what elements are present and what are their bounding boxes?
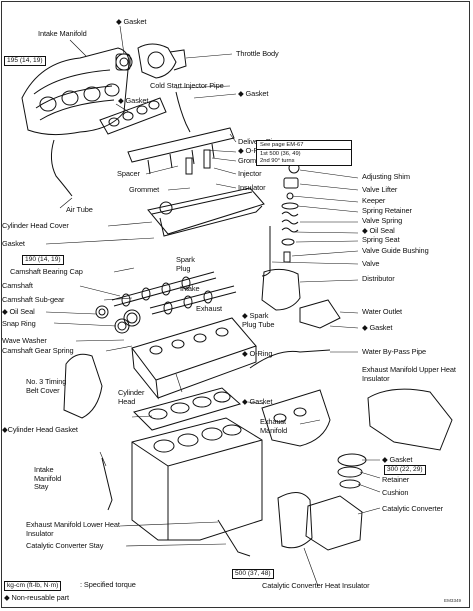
cold-start-pipe-drawing — [175, 91, 191, 133]
label-camshaft-bearing-cap: Camshaft Bearing Cap — [10, 267, 83, 276]
figure-code: EM3349 — [444, 598, 462, 603]
label-exhaust-manifold-lower-heat-insulator: Exhaust Manifold Lower Heat Insulator — [26, 520, 120, 538]
delivery-pipe-drawing — [127, 127, 235, 175]
label-timing-belt-cover: No. 3 Timing Belt Cover — [26, 377, 67, 395]
label-adjusting-shim: Adjusting Shim — [362, 172, 410, 181]
label-catalytic-converter: Catalytic Converter — [382, 504, 443, 513]
label-distributor: Distributor — [362, 274, 395, 283]
label-spacer: Spacer — [117, 169, 140, 178]
label-spark-plug-tube: ◆ Spark Plug Tube — [242, 311, 275, 329]
throttle-body-drawing — [115, 43, 187, 79]
label-wave-washer: Wave Washer — [2, 336, 47, 345]
legend-unit-text: : Specified torque — [80, 580, 136, 589]
engine-block-drawing — [131, 417, 263, 541]
label-cylinder-head: Cylinder Head — [118, 388, 145, 406]
air-tube-drawing — [50, 139, 73, 197]
label-gasket-top: ◆ Gasket — [116, 17, 147, 26]
converter-heat-insulator-drawing — [277, 492, 313, 549]
torque-second-pass: 2nd 90° turns — [260, 157, 295, 164]
water-outlet-drawing — [299, 299, 341, 329]
torque-first-pass: 1st 500 (36, 49) — [260, 150, 301, 157]
label-exhaust: Exhaust — [196, 304, 223, 313]
label-catalytic-converter-heat-insulator: Catalytic Converter Heat Insulator — [262, 581, 370, 590]
label-exhaust-manifold-upper-heat-insulator: Exhaust Manifold Upper Heat Insulator — [362, 365, 456, 383]
cylinder-head-drawing — [131, 317, 257, 400]
converter-stay-drawing — [217, 519, 251, 557]
label-intake-manifold-stay: Intake Manifold Stay — [34, 465, 62, 492]
label-cylinder-head-cover: Cylinder Head Cover — [2, 221, 69, 230]
label-valve: Valve — [362, 259, 380, 268]
label-intake-manifold: Intake Manifold — [38, 29, 87, 38]
distributor-drawing — [261, 268, 301, 311]
label-cushion: Cushion — [382, 488, 409, 497]
label-gasket-chc: Gasket — [2, 239, 25, 248]
label-air-tube: Air Tube — [66, 205, 93, 214]
label-injector: Injector — [238, 169, 262, 178]
camshaft-drawing — [111, 271, 237, 315]
torque-note-head-bolts: See page EM-67 1st 500 (36, 49) 2nd 90° … — [256, 140, 352, 167]
label-keeper: Keeper — [362, 196, 386, 205]
label-oil-seal-2: ◆ Oil Seal — [362, 226, 395, 235]
label-spring-retainer: Spring Retainer — [362, 206, 412, 215]
legend-nonreusable: ◆ Non-reusable part — [4, 593, 69, 602]
intake-manifold-stay-drawing — [101, 457, 113, 511]
label-cylinder-head-gasket: ◆Cylinder Head Gasket — [2, 425, 78, 434]
label-intake: Intake — [180, 284, 200, 293]
label-o-ring-1: ◆ O-Ring — [238, 146, 269, 155]
torque-box-500: 500 (37, 48) — [232, 569, 274, 579]
label-gasket-csi: ◆ Gasket — [238, 89, 269, 98]
upper-heat-insulator-drawing — [367, 388, 453, 451]
label-exhaust-manifold: Exhaust Manifold — [260, 417, 288, 435]
valve-train-drawing — [261, 162, 300, 277]
label-camshaft: Camshaft — [2, 281, 33, 290]
timing-belt-cover-drawing — [63, 353, 103, 419]
label-gasket-im: ◆ Gasket — [118, 96, 149, 105]
label-snap-ring: Snap Ring — [2, 319, 36, 328]
label-grommet-1: Grommet — [238, 156, 269, 165]
label-camshaft-sub-gear: Camshaft Sub-gear — [2, 295, 65, 304]
see-page-ref: See page EM-67 — [257, 142, 351, 150]
torque-box-190: 190 (14, 19) — [22, 255, 64, 265]
label-gasket-lower: ◆ Gasket — [242, 397, 273, 406]
label-gasket-em: ◆ Gasket — [382, 455, 413, 464]
cylinder-head-cover-drawing — [147, 187, 265, 237]
label-spark-plug-1: Spark Plug — [176, 255, 195, 273]
head-gasket-drawing — [133, 387, 242, 431]
label-spring-seat: Spring Seat — [362, 235, 400, 244]
exhaust-manifold-drawing — [261, 389, 331, 447]
label-insulator: Insulator — [238, 183, 266, 192]
torque-box-300: 300 (22, 29) — [384, 465, 426, 475]
label-gasket-wo: ◆ Gasket — [362, 323, 393, 332]
label-grommet-2: Grommet — [129, 185, 160, 194]
intake-manifold-drawing — [21, 47, 131, 136]
gasket-ring-drawing — [337, 453, 367, 489]
gear-seal-drawing — [95, 305, 141, 334]
torque-box-195: 195 (14, 19) — [4, 56, 46, 66]
label-water-bypass-pipe: Water By-Pass Pipe — [362, 347, 427, 356]
legend-unit-box: kg-cm (ft-lb, N·m) — [4, 581, 62, 591]
label-catalytic-converter-stay: Catalytic Converter Stay — [26, 541, 104, 550]
bypass-pipe-drawing — [249, 349, 331, 369]
label-valve-lifter: Valve Lifter — [362, 185, 398, 194]
label-throttle-body: Throttle Body — [236, 49, 279, 58]
intake-gasket-drawing — [99, 97, 167, 135]
catalytic-converter-drawing — [305, 495, 363, 551]
label-valve-spring: Valve Spring — [362, 216, 403, 225]
label-oil-seal-1: ◆ Oil Seal — [2, 307, 35, 316]
label-water-outlet: Water Outlet — [362, 307, 403, 316]
label-valve-guide-bushing: Valve Guide Bushing — [362, 246, 429, 255]
label-o-ring-2: ◆ O-Ring — [242, 349, 273, 358]
label-camshaft-gear-spring: Camshaft Gear Spring — [2, 346, 74, 355]
label-cold-start-injector-pipe: Cold Start Injector Pipe — [150, 81, 224, 90]
leader-lines — [45, 25, 381, 587]
label-retainer: Retainer — [382, 475, 410, 484]
